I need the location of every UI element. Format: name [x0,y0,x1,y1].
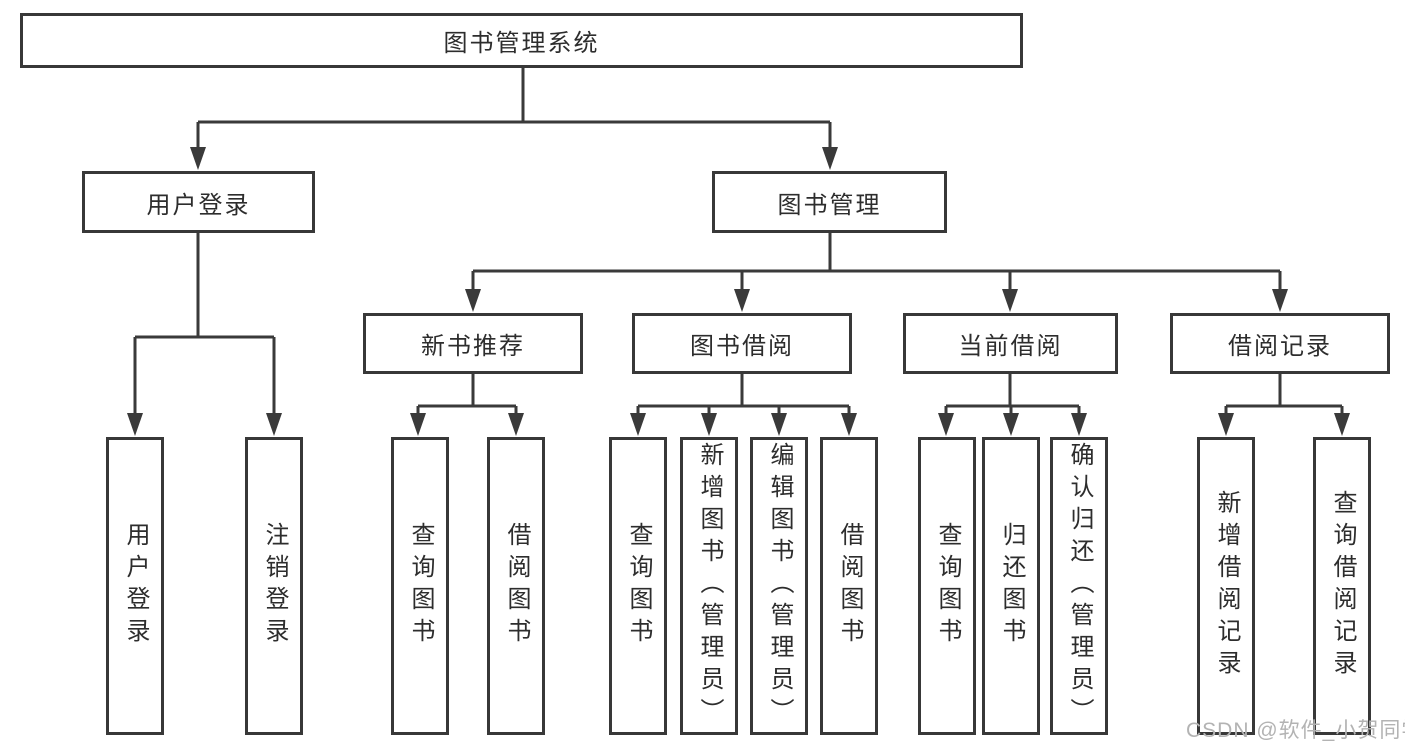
leaf-query-book-recommend: 查询图书 [391,437,449,735]
leaf-borrow-book-label: 借阅图书 [836,522,863,650]
leaf-edit-book-admin: 编辑图书（管理员） [750,437,808,735]
node-root: 图书管理系统 [20,13,1023,68]
connector-book-borrow-children [630,374,857,436]
leaf-add-borrow-record-label: 新增借阅记录 [1213,490,1240,682]
node-book-borrow-label: 图书借阅 [690,333,794,360]
leaf-logout-label: 注销登录 [261,522,288,650]
leaf-logout: 注销登录 [245,437,303,735]
leaf-query-borrow-record: 查询借阅记录 [1313,437,1371,735]
node-book-management-label: 图书管理 [777,191,882,219]
leaf-query-borrow-record-label: 查询借阅记录 [1329,490,1356,682]
connector-user-login-children [127,233,282,436]
leaf-borrow-book: 借阅图书 [820,437,878,735]
node-book-management: 图书管理 [712,171,947,233]
leaf-add-book-admin-label: 新增图书（管理员） [696,442,723,730]
leaf-user-login-label: 用户登录 [122,522,149,650]
leaf-user-login: 用户登录 [106,437,164,735]
leaf-add-borrow-record: 新增借阅记录 [1197,437,1255,735]
node-user-login: 用户登录 [82,171,315,233]
connector-borrow-records-children [1218,374,1350,436]
node-current-borrow: 当前借阅 [903,313,1118,374]
leaf-return-book: 归还图书 [982,437,1040,735]
node-new-book-recommend: 新书推荐 [363,313,583,374]
connector-new-book-recommend-children [410,374,524,436]
leaf-query-book-current-label: 查询图书 [934,522,961,650]
connector-current-borrow-children [938,374,1087,436]
leaf-query-book-borrow-label: 查询图书 [625,522,652,650]
leaf-return-book-label: 归还图书 [998,522,1025,650]
node-root-label: 图书管理系统 [443,30,600,57]
leaf-borrow-book-recommend: 借阅图书 [487,437,545,735]
node-current-borrow-label: 当前借阅 [958,333,1063,360]
node-new-book-recommend-label: 新书推荐 [421,333,525,360]
connector-root-to-level2 [190,68,838,170]
leaf-edit-book-admin-label: 编辑图书（管理员） [766,442,793,730]
connector-book-management-children [465,233,1288,312]
node-book-borrow: 图书借阅 [632,313,852,374]
leaf-query-book-recommend-label: 查询图书 [407,522,434,650]
node-borrow-records: 借阅记录 [1170,313,1390,374]
leaf-borrow-book-recommend-label: 借阅图书 [503,522,530,650]
node-user-login-label: 用户登录 [146,191,251,219]
node-borrow-records-label: 借阅记录 [1228,333,1332,360]
leaf-query-book-current: 查询图书 [918,437,976,735]
csdn-watermark: CSDN @软件_小贺同学 [1186,719,1405,742]
leaf-query-book-borrow: 查询图书 [609,437,667,735]
leaf-confirm-return-admin-label: 确认归还（管理员） [1066,442,1093,730]
leaf-confirm-return-admin: 确认归还（管理员） [1050,437,1108,735]
leaf-add-book-admin: 新增图书（管理员） [680,437,738,735]
